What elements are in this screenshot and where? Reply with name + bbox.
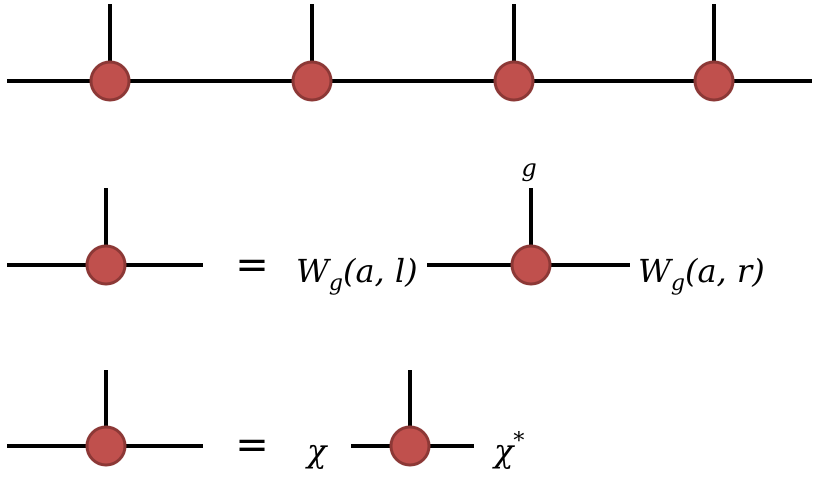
equals-sign: = (235, 422, 269, 468)
equals-sign: = (235, 242, 269, 288)
tensor-node (291, 60, 333, 102)
tensor-node (493, 60, 535, 102)
chi-conjugate-label: χ* (492, 429, 524, 470)
right-gauge-label: Wg(a, r) (638, 252, 765, 296)
tensor-node (389, 425, 431, 467)
gauge-equation-row: = Wg(a, l) g Wg(a, r) (7, 154, 765, 296)
tensor-node (85, 244, 127, 286)
tensor-node (510, 244, 552, 286)
physical-index-label: g (521, 154, 536, 182)
left-gauge-label: Wg(a, l) (296, 252, 418, 296)
tensor-node (85, 425, 127, 467)
mps-chain (7, 4, 812, 102)
tensor-node (693, 60, 735, 102)
tensor-node (89, 60, 131, 102)
chi-equation-row: = χ χ* (7, 370, 524, 470)
chi-label: χ (305, 432, 328, 470)
